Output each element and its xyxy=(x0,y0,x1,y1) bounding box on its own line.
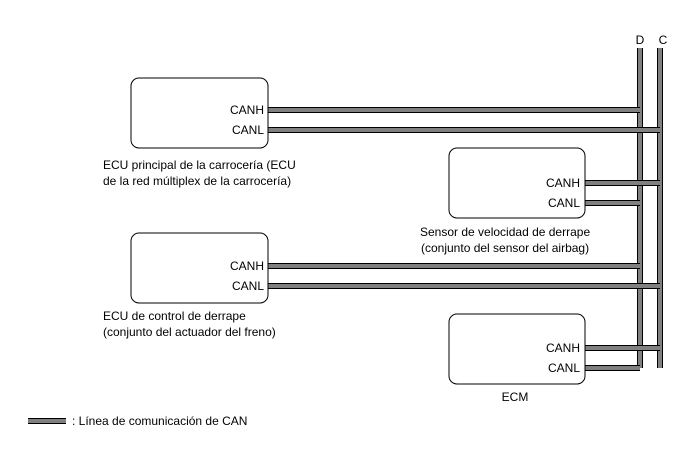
yaw-sensor-name-line1: Sensor de velocidad de derrape xyxy=(420,225,590,239)
body-ecu-name-line1: ECU principal de la carrocería (ECU xyxy=(103,158,296,172)
yaw-sensor-canh-label: CANH xyxy=(546,176,580,190)
can-branch-wires xyxy=(268,107,660,371)
skid-ecu-name-line2: (conjunto del actuador del freno) xyxy=(103,325,276,339)
legend: : Línea de comunicación de CAN xyxy=(28,414,247,428)
skid-ecu-name-line1: ECU de control de derrape xyxy=(103,309,246,323)
skid-ecu-box xyxy=(130,232,269,304)
yaw-sensor-canl-label: CANL xyxy=(548,196,580,210)
body-ecu-canl-label: CANL xyxy=(232,123,264,137)
skid-control-ecu: CANH CANL ECU de control de derrape (con… xyxy=(103,232,276,339)
ecm-name-line1: ECM xyxy=(502,390,529,404)
bus-label-c: C xyxy=(659,33,668,47)
skid-ecu-canh-label: CANH xyxy=(230,259,264,273)
legend-text: : Línea de comunicación de CAN xyxy=(72,414,247,428)
can-bus-trunk xyxy=(637,48,663,368)
body-ecu-box xyxy=(130,77,269,149)
ecm-canl-label: CANL xyxy=(548,361,580,375)
yaw-sensor-box xyxy=(448,147,586,219)
skid-ecu-canl-label: CANL xyxy=(232,279,264,293)
body-ecu-canh-label: CANH xyxy=(230,103,264,117)
ecm-box xyxy=(448,313,586,385)
ecm: CANH CANL ECM xyxy=(448,313,586,404)
yaw-rate-sensor: CANH CANL Sensor de velocidad de derrape… xyxy=(420,147,590,255)
bus-label-d: D xyxy=(636,33,645,47)
ecm-canh-label: CANH xyxy=(546,341,580,355)
yaw-sensor-name-line2: (conjunto del sensor del airbag) xyxy=(421,241,589,255)
body-ecu-name-line2: de la red múltiplex de la carrocería) xyxy=(103,174,291,188)
body-ecu: CANH CANL ECU principal de la carrocería… xyxy=(103,77,296,188)
